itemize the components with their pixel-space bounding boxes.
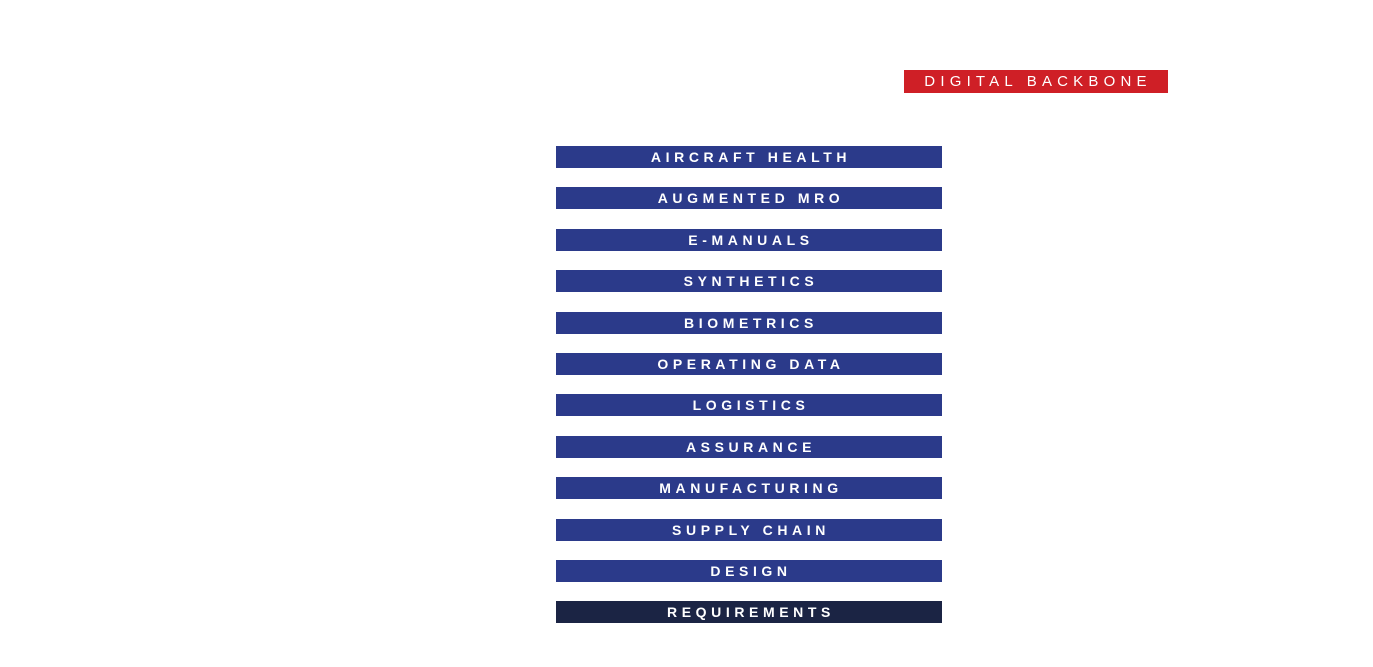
layer-supply-chain: SUPPLY CHAIN	[556, 518, 942, 541]
layer-stack: AIRCRAFT HEALTH AUGMENTED MRO E-MANUALS …	[556, 146, 942, 643]
layer-augmented-mro: AUGMENTED MRO	[556, 187, 942, 210]
layer-logistics: LOGISTICS	[556, 394, 942, 417]
layer-operating-data: OPERATING DATA	[556, 352, 942, 375]
layer-assurance: ASSURANCE	[556, 435, 942, 458]
layer-biometrics: BIOMETRICS	[556, 311, 942, 334]
layer-e-manuals: E-MANUALS	[556, 228, 942, 251]
layer-design: DESIGN	[556, 559, 942, 582]
layer-aircraft-health: AIRCRAFT HEALTH	[556, 146, 942, 168]
layer-requirements: REQUIREMENTS	[556, 601, 942, 624]
layer-manufacturing: MANUFACTURING	[556, 477, 942, 500]
digital-backbone-label: DIGITAL BACKBONE	[904, 70, 1168, 93]
layer-synthetics: SYNTHETICS	[556, 270, 942, 293]
